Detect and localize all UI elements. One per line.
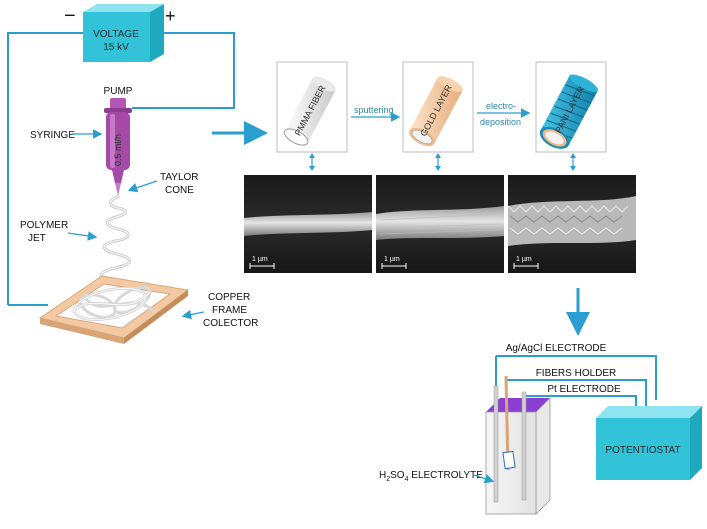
copper-label-3: COLECTOR xyxy=(203,318,258,329)
sem-image-gold: 1 µm xyxy=(376,175,504,273)
taylor-arrow xyxy=(127,180,158,193)
pani-layer-panel: PANI LAYER xyxy=(535,61,607,153)
fiber-panels: PMMA FIBER sputtering GOLD LAYER electro… xyxy=(276,61,607,171)
potentiostat-box: POTENTIOSTAT xyxy=(596,406,702,480)
sem-image-pmma: 1 µm xyxy=(244,175,372,273)
scale-bar-2: 1 µm xyxy=(384,256,400,263)
agcl-electrode-label: Ag/AgCl ELECTRODE xyxy=(506,343,607,354)
electrochemical-cell: Ag/AgCl ELECTRODE FIBERS HOLDER Pt ELECT… xyxy=(379,343,702,515)
copper-frame-icon xyxy=(38,275,190,344)
sem-images: 1 µm 1 µm 1 µm xyxy=(244,175,636,273)
copper-label-1: COPPER xyxy=(208,292,250,303)
taylor-label-2: CONE xyxy=(165,185,194,196)
step-electro: electro- xyxy=(486,101,516,111)
pt-wire xyxy=(524,395,637,410)
syringe-rate: 0.5 ml/h xyxy=(113,134,123,166)
copper-label-2: FRAME xyxy=(212,305,247,316)
polymer-label-2: JET xyxy=(28,233,46,244)
down-arrows xyxy=(309,153,576,171)
fibers-holder-label: FIBERS HOLDER xyxy=(536,368,617,379)
plus-sign: + xyxy=(165,6,176,26)
voltage-source-box: VOLTAGE 15 kV xyxy=(83,4,164,62)
positive-wire xyxy=(132,32,235,109)
pt-electrode-label: Pt ELECTRODE xyxy=(547,384,621,395)
pump-label: PUMP xyxy=(104,86,133,97)
sem-image-pani: 1 µm xyxy=(507,175,636,273)
step-sputtering: sputtering xyxy=(354,105,394,115)
polymer-label-1: POLYMER xyxy=(20,220,68,231)
potentiostat-label: POTENTIOSTAT xyxy=(605,445,680,456)
agcl-wire xyxy=(496,355,657,400)
jet-arrow xyxy=(67,231,98,241)
holder-wire xyxy=(506,379,647,406)
electrolyte-arrow xyxy=(473,474,495,484)
electrolyte-label: H2SO4 ELECTROLYTE xyxy=(379,470,483,483)
voltage-label: VOLTAGE xyxy=(93,29,139,40)
copper-arrow xyxy=(181,309,205,320)
scale-bar-3: 1 µm xyxy=(516,256,532,263)
cell-lid xyxy=(486,398,550,412)
electrospinning-setup: VOLTAGE 15 kV − + PUMP 0.5 ml/h SYRINGE … xyxy=(7,4,258,344)
negative-wire xyxy=(7,32,83,305)
syringe-icon xyxy=(104,98,132,196)
scale-bar-1: 1 µm xyxy=(252,256,268,263)
gold-layer-panel: GOLD LAYER xyxy=(402,61,474,153)
syringe-label: SYRINGE xyxy=(30,130,75,141)
minus-sign: − xyxy=(64,5,76,27)
taylor-label-1: TAYLOR xyxy=(160,172,199,183)
pmma-fiber-panel: PMMA FIBER xyxy=(276,61,348,153)
voltage-value: 15 kV xyxy=(103,42,129,53)
step-deposition: deposition xyxy=(480,117,521,127)
